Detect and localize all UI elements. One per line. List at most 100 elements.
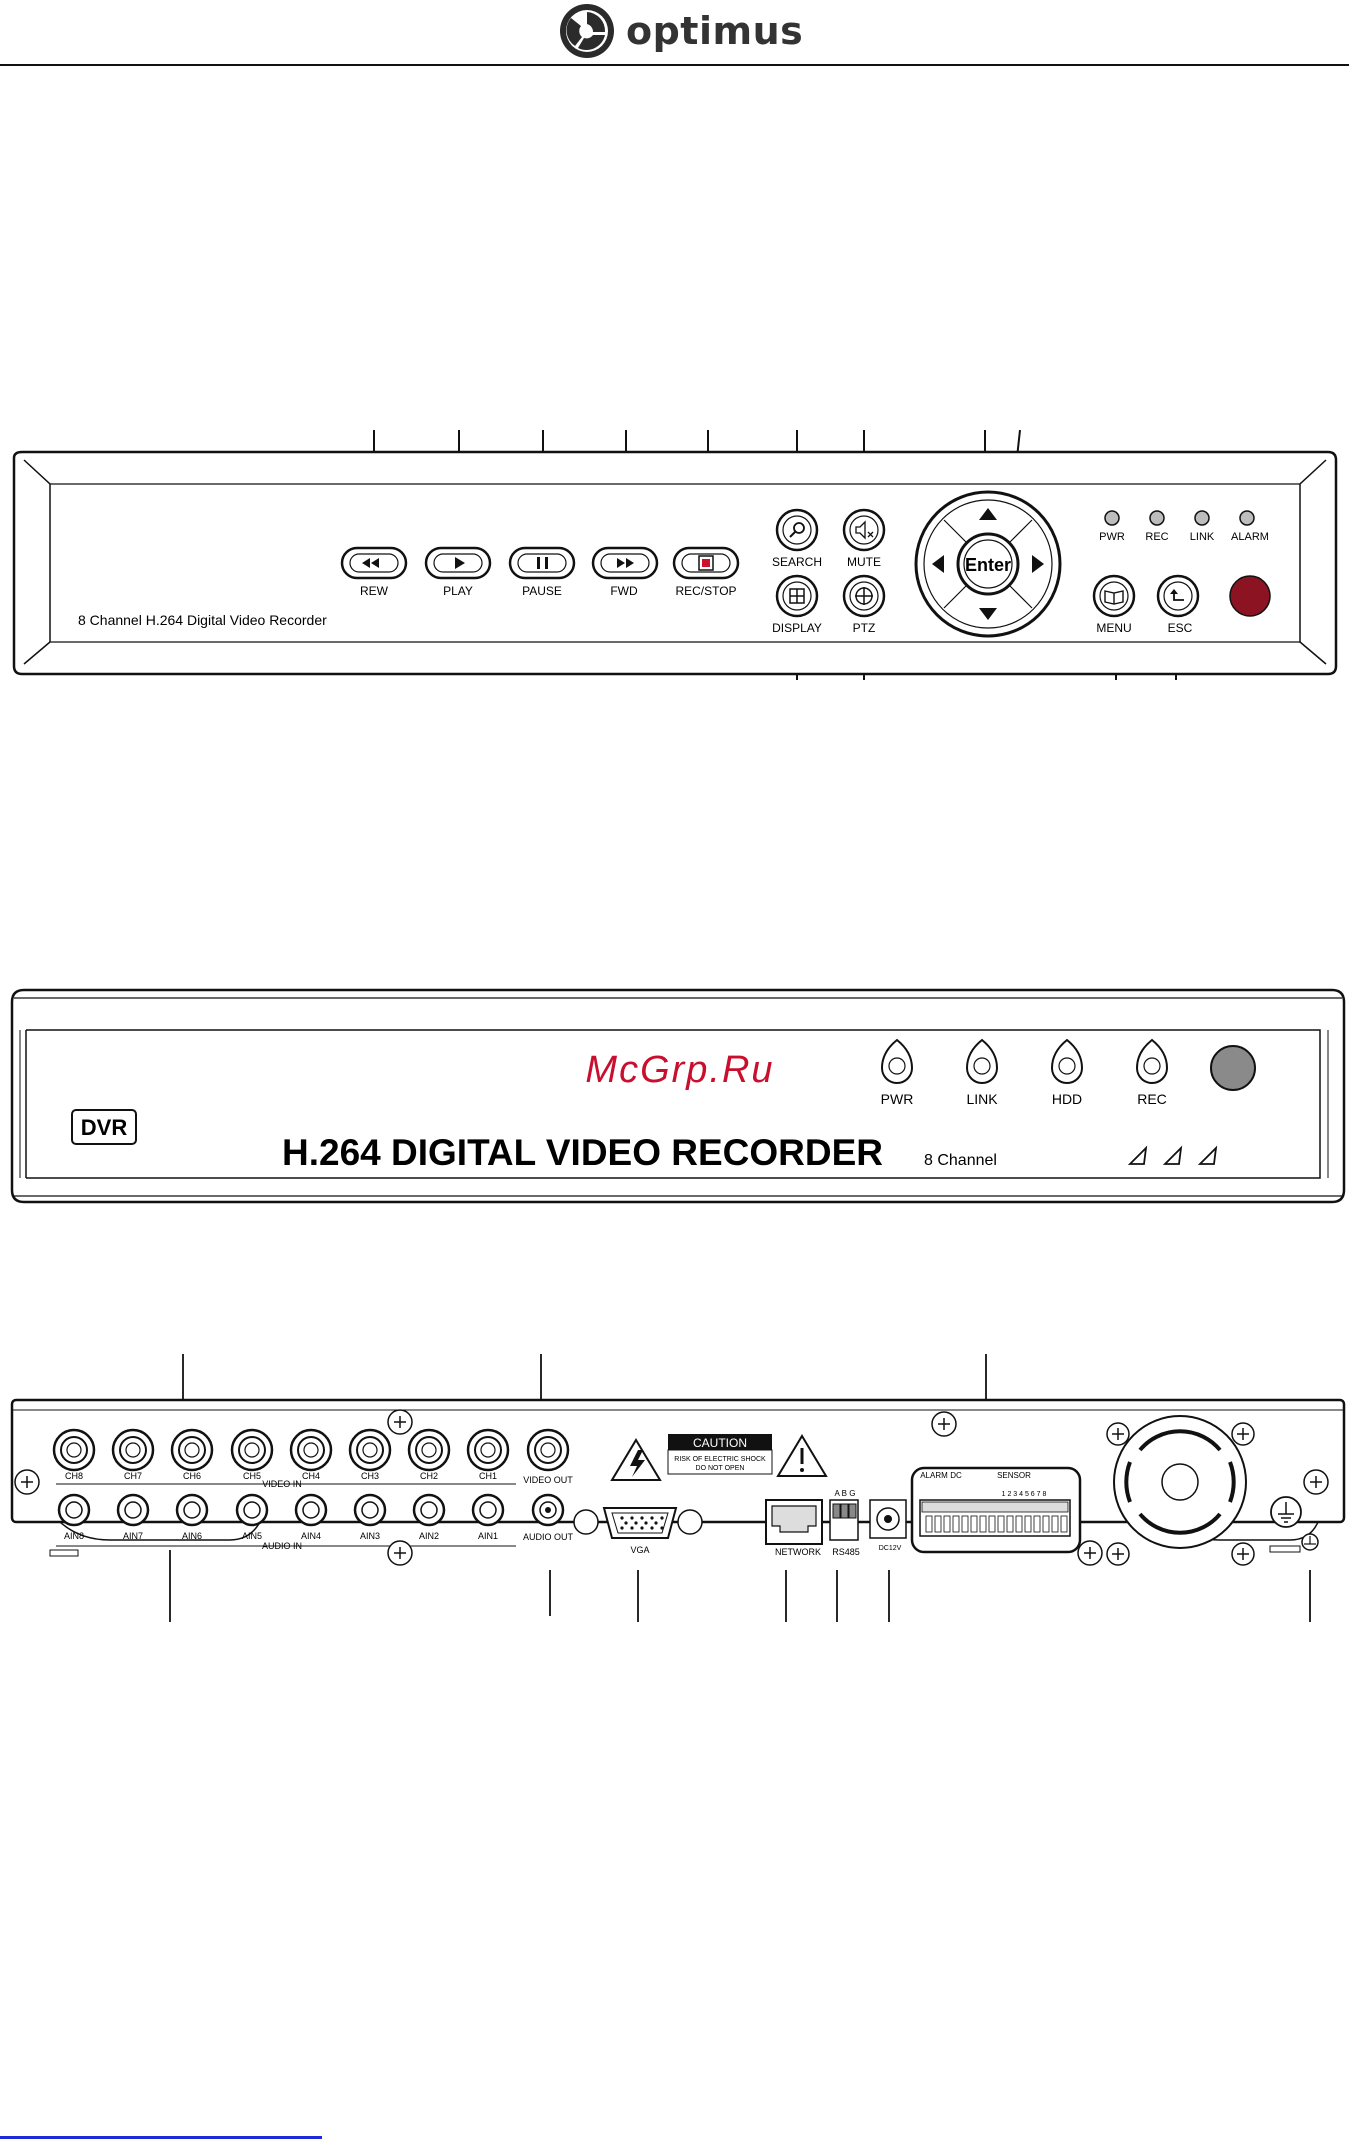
electric-shock-warning-icon xyxy=(610,1438,662,1481)
terminal-pin[interactable] xyxy=(1024,1515,1032,1533)
video-in-connector[interactable] xyxy=(289,1428,333,1472)
header-rule xyxy=(0,64,1349,66)
video-in-connector[interactable] xyxy=(111,1428,155,1472)
terminal-pins[interactable] xyxy=(925,1515,1068,1533)
video-in-label-item: CH5 xyxy=(243,1471,261,1481)
rec-stop-button[interactable] xyxy=(672,546,740,580)
esc-button[interactable] xyxy=(1156,574,1200,618)
vga-port[interactable] xyxy=(573,1507,703,1539)
audio-out-connector[interactable] xyxy=(531,1493,565,1527)
video-in-connector[interactable] xyxy=(230,1428,274,1472)
video-in-label-item: CH6 xyxy=(183,1471,201,1481)
terminal-pin[interactable] xyxy=(925,1515,933,1533)
terminal-pin[interactable] xyxy=(979,1515,987,1533)
arrow-down-icon[interactable] xyxy=(979,608,997,620)
audio-in-label-item: AIN7 xyxy=(123,1531,143,1541)
video-in-label-item: CH3 xyxy=(361,1471,379,1481)
play-button[interactable] xyxy=(424,546,492,580)
audio-in-connector[interactable] xyxy=(412,1493,446,1527)
cooling-fan xyxy=(1106,1415,1255,1566)
audio-in-label-item: AIN5 xyxy=(242,1531,262,1541)
terminal-pin[interactable] xyxy=(997,1515,1005,1533)
play-icon xyxy=(455,557,465,569)
video-in-connector[interactable] xyxy=(52,1428,96,1472)
footer-link-underline[interactable] xyxy=(0,2136,322,2139)
rs485-terminal[interactable] xyxy=(829,1499,859,1541)
terminal-pin[interactable] xyxy=(1060,1515,1068,1533)
exclamation-warning-icon xyxy=(776,1434,828,1477)
audio-in-connector[interactable] xyxy=(57,1493,91,1527)
terminal-pin[interactable] xyxy=(1015,1515,1023,1533)
video-in-connector[interactable] xyxy=(407,1428,451,1472)
audio-in-label: AUDIO IN xyxy=(262,1541,302,1551)
video-out-connector[interactable] xyxy=(526,1428,570,1472)
terminal-pin[interactable] xyxy=(961,1515,969,1533)
rs485-pins: A B G xyxy=(835,1489,856,1498)
video-in-connector[interactable] xyxy=(466,1428,510,1472)
alarm-label: ALARM xyxy=(920,1471,948,1480)
dvr-badge-label: DVR xyxy=(81,1115,128,1140)
alarm-led xyxy=(1239,510,1255,526)
pwr-indicator xyxy=(880,1038,914,1084)
arrow-up-icon[interactable] xyxy=(979,508,997,520)
search-button[interactable] xyxy=(775,508,819,552)
terminal-pin[interactable] xyxy=(970,1515,978,1533)
power-knob[interactable] xyxy=(1210,1045,1256,1091)
pwr-led xyxy=(1104,510,1120,526)
terminal-pin[interactable] xyxy=(1042,1515,1050,1533)
network-label: NETWORK xyxy=(775,1547,821,1557)
audio-in-connector[interactable] xyxy=(353,1493,387,1527)
network-port[interactable] xyxy=(765,1499,823,1545)
terminal-pin[interactable] xyxy=(934,1515,942,1533)
rew-button[interactable] xyxy=(340,546,408,580)
audio-in-connector[interactable] xyxy=(294,1493,328,1527)
enter-button[interactable] xyxy=(956,532,1020,596)
alarm-sensor-block xyxy=(910,1466,1082,1554)
sensor-label: SENSOR xyxy=(997,1471,1031,1480)
display-button[interactable] xyxy=(775,574,819,618)
audio-in-connector[interactable] xyxy=(175,1493,209,1527)
recorder-title: H.264 DIGITAL VIDEO RECORDER xyxy=(282,1132,883,1173)
audio-in-connector[interactable] xyxy=(116,1493,150,1527)
esc-label: ESC xyxy=(1168,621,1193,635)
caution-line2: DO NOT OPEN xyxy=(696,1465,745,1472)
rec-indicator xyxy=(1135,1038,1169,1084)
link-indicator xyxy=(965,1038,999,1084)
rew-label: REW xyxy=(360,584,389,598)
ground-terminal-icon[interactable] xyxy=(1269,1496,1319,1553)
recorder-subtitle: 8 Channel xyxy=(924,1152,997,1169)
terminal-pin[interactable] xyxy=(1051,1515,1059,1533)
display-label: DISPLAY xyxy=(772,621,822,635)
front-panel-figure-b: McGrp.Ru DVR H.264 DIGITAL VIDEO RECORDE… xyxy=(0,980,1349,1210)
arrow-right-icon[interactable] xyxy=(1032,555,1044,573)
audio-in-connector[interactable] xyxy=(471,1493,505,1527)
audio-in-label-item: AIN3 xyxy=(360,1531,380,1541)
brand-name: optimus xyxy=(626,9,804,53)
video-in-connector[interactable] xyxy=(170,1428,214,1472)
led-label-rec: REC xyxy=(1145,531,1168,543)
terminal-pin[interactable] xyxy=(952,1515,960,1533)
terminal-pin[interactable] xyxy=(1033,1515,1041,1533)
menu-button[interactable] xyxy=(1092,574,1136,618)
indicator-label-rec: REC xyxy=(1137,1091,1167,1107)
fwd-button[interactable] xyxy=(591,546,659,580)
video-in-connector[interactable] xyxy=(348,1428,392,1472)
power-button[interactable] xyxy=(1229,575,1271,617)
watermark: McGrp.Ru xyxy=(585,1049,774,1091)
terminal-pin[interactable] xyxy=(1006,1515,1014,1533)
dc-power-jack[interactable] xyxy=(869,1499,907,1539)
audio-in-connector[interactable] xyxy=(235,1493,269,1527)
led-label-alarm: ALARM xyxy=(1231,531,1269,543)
video-in-label-item: CH8 xyxy=(65,1471,83,1481)
menu-book-icon xyxy=(1104,590,1124,605)
hdd-indicator xyxy=(1050,1038,1084,1084)
dc-label: DC12V xyxy=(879,1545,902,1552)
fwd-label: FWD xyxy=(610,584,638,598)
terminal-pin[interactable] xyxy=(943,1515,951,1533)
mute-button[interactable] xyxy=(842,508,886,552)
pause-button[interactable] xyxy=(508,546,576,580)
terminal-pin[interactable] xyxy=(988,1515,996,1533)
ptz-button[interactable] xyxy=(842,574,886,618)
audio-in-label-item: AIN2 xyxy=(419,1531,439,1541)
arrow-left-icon[interactable] xyxy=(932,555,944,573)
